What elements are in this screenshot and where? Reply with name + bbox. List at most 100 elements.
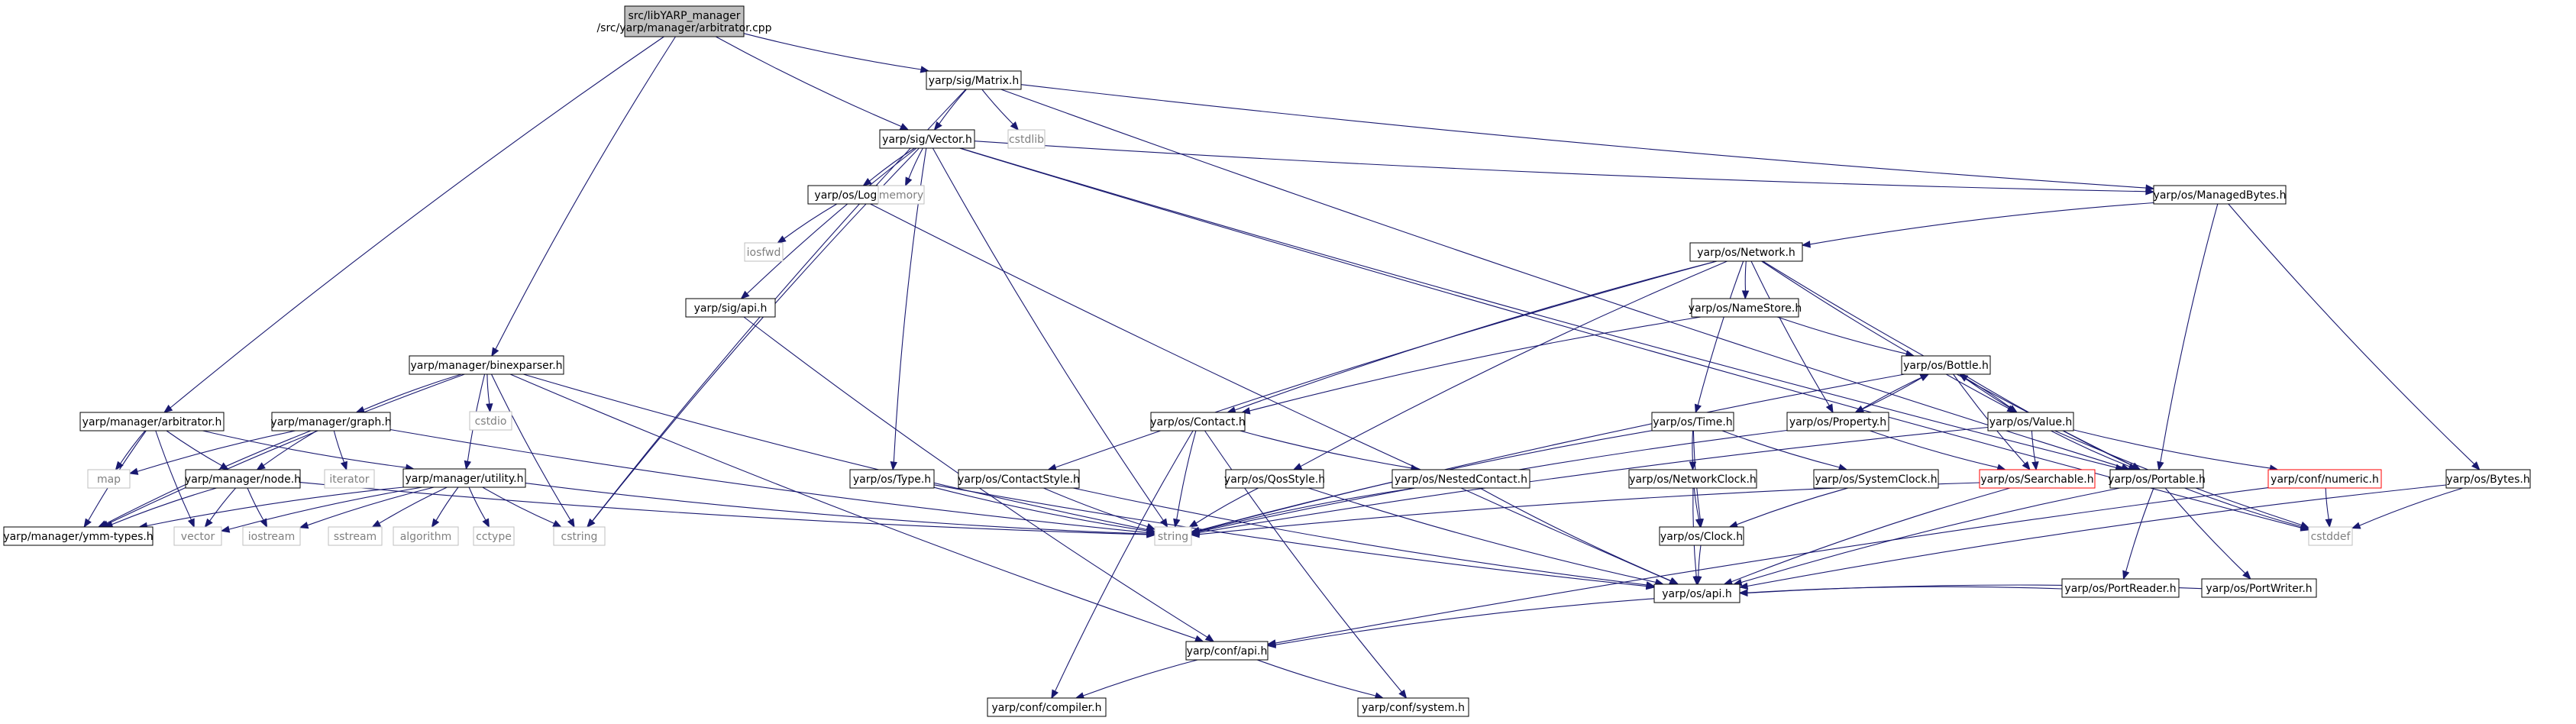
node-contact[interactable]: yarp/os/Contact.h bbox=[1150, 412, 1246, 431]
node-confapi[interactable]: yarp/conf/api.h bbox=[1185, 641, 1269, 661]
node-value[interactable]: yarp/os/Value.h bbox=[1987, 412, 2074, 431]
edge-managedbytes-to-portable bbox=[2157, 203, 2219, 471]
node-typeh[interactable]: yarp/os/Type.h bbox=[849, 469, 935, 489]
node-label: yarp/manager/arbitrator.h bbox=[82, 416, 222, 428]
edge-line bbox=[307, 486, 435, 526]
node-label: yarp/os/NestedContact.h bbox=[1395, 474, 1527, 486]
node-namestore[interactable]: yarp/os/NameStore.h bbox=[1689, 298, 1802, 318]
edge-matrix-to-cstring bbox=[587, 89, 966, 528]
edge-portable-to-portreader bbox=[2122, 487, 2154, 580]
edge-line bbox=[333, 430, 345, 463]
edge-line bbox=[959, 147, 2302, 528]
edge-arrowhead bbox=[256, 462, 266, 470]
node-box bbox=[1154, 526, 1192, 546]
edge-bytes-to-cstddef bbox=[2351, 487, 2464, 529]
edge-arrowhead bbox=[83, 518, 92, 528]
node-system[interactable]: yarp/conf/system.h bbox=[1357, 697, 1469, 717]
node-network[interactable]: yarp/os/Network.h bbox=[1689, 242, 1803, 262]
node-box bbox=[1357, 697, 1469, 717]
node-label: cctype bbox=[476, 531, 512, 543]
node-searchable[interactable]: yarp/os/Searchable.h bbox=[1979, 469, 2096, 489]
edge-line bbox=[166, 430, 222, 467]
node-contactstyle[interactable]: yarp/os/ContactStyle.h bbox=[958, 469, 1080, 489]
node-compiler[interactable]: yarp/conf/compiler.h bbox=[987, 697, 1107, 717]
edge-node_h-to-ymmtypes bbox=[103, 487, 217, 528]
edge-line bbox=[2359, 487, 2464, 526]
node-managedbytes[interactable]: yarp/os/ManagedBytes.h bbox=[2153, 185, 2287, 205]
edge-qosstyle-to-string bbox=[1188, 487, 1259, 528]
edge-line bbox=[1000, 89, 2123, 468]
edge-arrowhead bbox=[740, 290, 750, 299]
edge-value-to-portable bbox=[2051, 430, 2138, 470]
node-label: yarp/os/QosStyle.h bbox=[1224, 474, 1325, 486]
node-box bbox=[1786, 412, 1889, 431]
edge-line bbox=[1870, 430, 1999, 468]
node-root[interactable]: src/libYARP_manager/src/yarp/manager/arb… bbox=[596, 5, 772, 37]
edge-arrowhead bbox=[1669, 577, 1679, 585]
node-node-h[interactable]: yarp/manager/node.h bbox=[185, 469, 301, 489]
node-bottle[interactable]: yarp/os/Bottle.h bbox=[1901, 355, 1991, 375]
edge-node_h-to-vector bbox=[204, 487, 237, 528]
node-portreader[interactable]: yarp/os/PortReader.h bbox=[2061, 578, 2180, 598]
node-networkclock[interactable]: yarp/os/NetworkClock.h bbox=[1628, 469, 1757, 489]
edge-line bbox=[939, 89, 967, 124]
edge-contact-to-compiler bbox=[1051, 430, 1194, 700]
node-memory: memory bbox=[878, 185, 925, 205]
node-box bbox=[1659, 526, 1744, 546]
node-osapi[interactable]: yarp/os/api.h bbox=[1653, 583, 1740, 603]
node-timeh[interactable]: yarp/os/Time.h bbox=[1651, 412, 1734, 431]
edge-confapi-to-compiler bbox=[1075, 659, 1198, 700]
edge-line bbox=[1693, 487, 1700, 520]
edge-arrowhead bbox=[862, 178, 872, 186]
edge-arrowhead bbox=[2300, 522, 2310, 530]
node-numeric[interactable]: yarp/conf/numeric.h bbox=[2267, 469, 2382, 489]
node-utility[interactable]: yarp/manager/utility.h bbox=[402, 468, 526, 488]
node-bytes[interactable]: yarp/os/Bytes.h bbox=[2445, 469, 2531, 489]
edge-arrowhead bbox=[491, 347, 499, 357]
node-qosstyle[interactable]: yarp/os/QosStyle.h bbox=[1224, 469, 1325, 489]
edge-line bbox=[1750, 260, 1830, 406]
node-label: yarp/os/Contact.h bbox=[1150, 416, 1246, 428]
node-matrix[interactable]: yarp/sig/Matrix.h bbox=[926, 70, 1022, 90]
node-label: cstring bbox=[561, 531, 598, 543]
node-arbitrator-h[interactable]: yarp/manager/arbitrator.h bbox=[79, 412, 225, 431]
edge-line bbox=[468, 486, 486, 521]
edge-arrowhead bbox=[1825, 403, 1834, 414]
node-systemclock[interactable]: yarp/os/SystemClock.h bbox=[1813, 469, 1939, 489]
node-property[interactable]: yarp/os/Property.h bbox=[1786, 412, 1889, 431]
edge-binexparser-to-cstdio bbox=[486, 373, 493, 413]
node-label: yarp/conf/compiler.h bbox=[992, 702, 1102, 714]
node-box bbox=[1653, 583, 1740, 603]
node-box bbox=[2308, 526, 2353, 546]
edge-line bbox=[746, 147, 917, 294]
edge-graph_h-to-map bbox=[128, 430, 296, 475]
node-iosfwd: iosfwd bbox=[744, 242, 784, 262]
edge-root-to-vector_h bbox=[716, 36, 910, 131]
edge-line bbox=[1855, 377, 1922, 413]
node-label: yarp/os/api.h bbox=[1662, 588, 1731, 600]
node-box bbox=[469, 411, 512, 431]
node-portwriter[interactable]: yarp/os/PortWriter.h bbox=[2201, 578, 2317, 598]
node-nestedcontact[interactable]: yarp/os/NestedContact.h bbox=[1391, 469, 1530, 489]
node-vector-h[interactable]: yarp/sig/Vector.h bbox=[879, 129, 975, 149]
edge-contact-to-system bbox=[1204, 430, 1408, 700]
node-ymmtypes[interactable]: yarp/manager/ymm-types.h bbox=[3, 526, 154, 546]
node-label: yarp/os/ContactStyle.h bbox=[958, 474, 1080, 486]
edge-clock-to-osapi bbox=[1695, 545, 1702, 586]
node-clock[interactable]: yarp/os/Clock.h bbox=[1659, 526, 1744, 546]
edge-line bbox=[363, 373, 462, 411]
edge-line bbox=[2164, 487, 2246, 574]
edge-line bbox=[389, 428, 1148, 533]
node-label: cstdio bbox=[475, 415, 507, 428]
edge-line bbox=[1966, 378, 2018, 413]
edge-network-to-property bbox=[1750, 260, 1834, 414]
node-graph-h[interactable]: yarp/manager/graph.h bbox=[270, 412, 392, 431]
edge-bytes-to-osapi bbox=[1738, 484, 2447, 590]
node-binexparser[interactable]: yarp/manager/binexparser.h bbox=[409, 355, 564, 375]
edge-arrowhead bbox=[2031, 461, 2039, 471]
node-portable[interactable]: yarp/os/Portable.h bbox=[2108, 469, 2206, 489]
edge-arrowhead bbox=[1645, 582, 1656, 590]
edge-utility-to-cstring bbox=[482, 486, 562, 528]
node-label: sstream bbox=[334, 531, 377, 543]
node-sigapi[interactable]: yarp/sig/api.h bbox=[685, 298, 776, 318]
